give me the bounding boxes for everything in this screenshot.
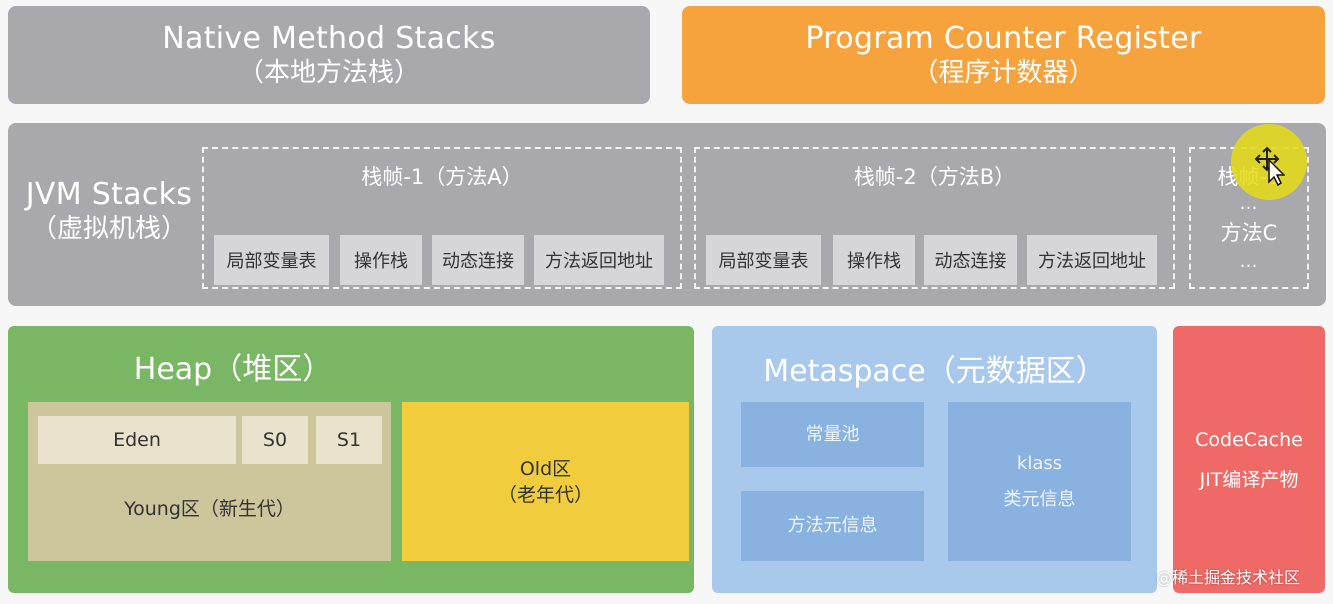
native-method-stacks-subtitle: （本地方法栈）: [237, 58, 420, 88]
dynamic-linking-cell: 动态连接: [924, 235, 1017, 285]
heap-box: Heap（堆区） Eden S0 S1 Young区（新生代） Old区 （老年…: [8, 326, 694, 593]
native-method-stacks-box: Native Method Stacks （本地方法栈）: [8, 6, 650, 104]
local-variable-table-cell: 局部变量表: [214, 235, 329, 285]
stack-frame-3-dots-top: …: [1239, 193, 1259, 214]
stack-frame-1-title: 栈帧-1（方法A）: [361, 165, 523, 189]
program-counter-register-box: Program Counter Register （程序计数器）: [682, 6, 1325, 104]
local-variable-table-cell: 局部变量表: [706, 235, 821, 285]
jvm-stacks-label-group: JVM Stacks （虚拟机栈）: [14, 177, 204, 245]
klass-cell: klass 类元信息: [948, 402, 1131, 561]
old-generation-label-cn: （老年代）: [497, 483, 593, 506]
metaspace-title: Metaspace（元数据区）: [763, 354, 1106, 389]
stack-frame-2: 栈帧-2（方法B） 局部变量表 操作栈 动态连接 方法返回地址: [694, 147, 1175, 289]
old-generation-box: Old区 （老年代）: [402, 402, 689, 561]
dynamic-linking-cell: 动态连接: [432, 235, 524, 285]
constant-pool-label: 常量池: [805, 423, 860, 445]
survivor-s1-cell: S1: [316, 416, 382, 464]
jvm-stacks-box: JVM Stacks （虚拟机栈） 栈帧-1（方法A） 局部变量表 操作栈 动态…: [8, 123, 1326, 306]
survivor-s0-cell: S0: [242, 416, 308, 464]
stack-frame-1: 栈帧-1（方法A） 局部变量表 操作栈 动态连接 方法返回地址: [202, 147, 682, 289]
klass-label: klass: [1016, 452, 1063, 474]
young-generation-label: Young区（新生代）: [124, 498, 295, 520]
young-generation-box: Eden S0 S1 Young区（新生代）: [28, 402, 391, 561]
klass-metadata-label: 类元信息: [1003, 488, 1076, 510]
method-metadata-label: 方法元信息: [787, 515, 878, 536]
return-address-cell: 方法返回地址: [534, 235, 664, 285]
program-counter-subtitle: （程序计数器）: [912, 58, 1095, 88]
watermark: @稀土掘金技术社区: [1156, 568, 1301, 587]
code-cache-subtitle: JIT编译产物: [1199, 468, 1299, 491]
return-address-cell: 方法返回地址: [1027, 235, 1157, 285]
code-cache-title: CodeCache: [1195, 428, 1303, 451]
old-generation-label: Old区: [519, 457, 572, 480]
native-method-stacks-title: Native Method Stacks: [162, 21, 496, 56]
jvm-stacks-label: JVM Stacks: [25, 177, 193, 212]
code-cache-box: CodeCache JIT编译产物: [1173, 326, 1325, 593]
eden-cell: Eden: [38, 416, 236, 464]
program-counter-title: Program Counter Register: [805, 21, 1202, 56]
metaspace-box: Metaspace（元数据区） 常量池 方法元信息 klass 类元信息: [712, 326, 1157, 593]
heap-title: Heap（堆区）: [133, 352, 333, 387]
operand-stack-cell: 操作栈: [833, 235, 915, 285]
move-cursor-icon: [1253, 146, 1286, 187]
jvm-stacks-label-cn: （虚拟机栈）: [30, 214, 187, 244]
method-metadata-cell: 方法元信息: [741, 491, 924, 561]
stack-frame-3-method: 方法C: [1220, 221, 1278, 245]
stack-frame-3-dots-bottom: …: [1239, 251, 1259, 272]
constant-pool-cell: 常量池: [741, 402, 924, 467]
stack-frame-2-title: 栈帧-2（方法B）: [853, 165, 1016, 189]
operand-stack-cell: 操作栈: [340, 235, 422, 285]
